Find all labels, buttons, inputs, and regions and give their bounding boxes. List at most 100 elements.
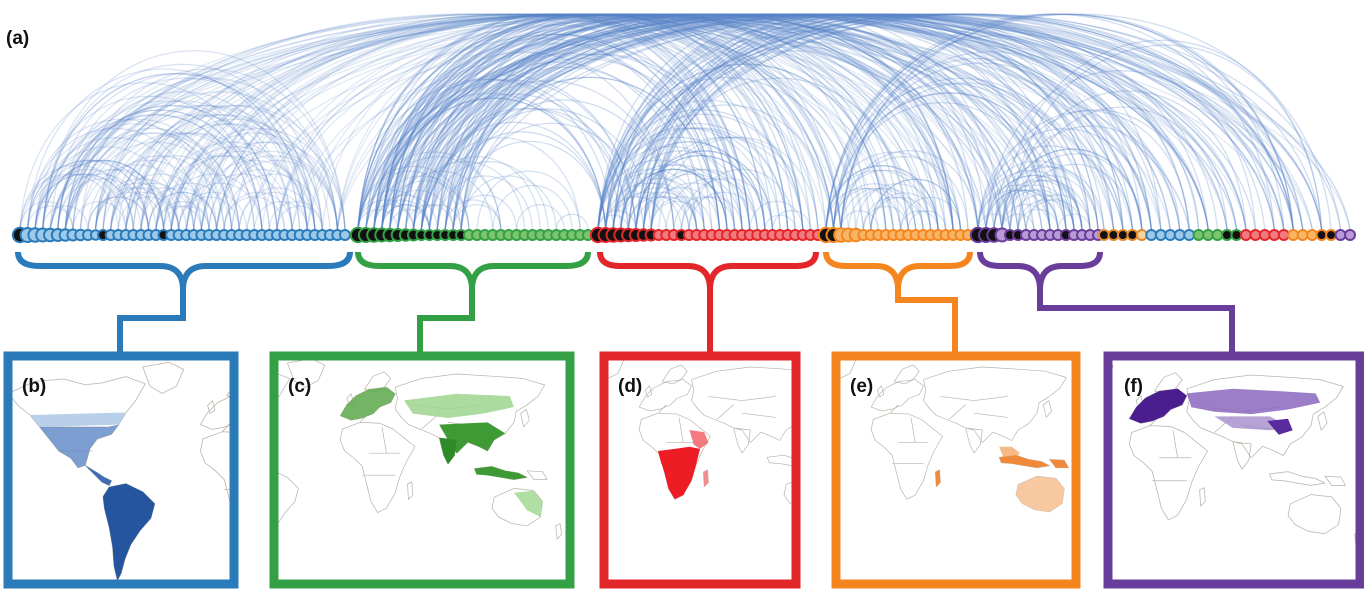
- arc-link: [102, 91, 339, 230]
- arc-link: [215, 13, 954, 230]
- arc-link: [193, 173, 293, 230]
- arc-link: [57, 77, 316, 230]
- arc-link: [64, 13, 924, 230]
- arc-link: [357, 13, 1228, 230]
- arc-link: [900, 210, 939, 230]
- arc-link: [215, 13, 1313, 230]
- arc-link: [642, 136, 804, 230]
- arc-link: [110, 155, 240, 230]
- arc-link: [993, 166, 1105, 230]
- arc-link: [420, 13, 1035, 230]
- arc-link: [357, 13, 835, 230]
- arc-link: [825, 187, 902, 230]
- arc-link: [64, 13, 1351, 230]
- arc-link: [612, 150, 751, 230]
- arc-link: [94, 105, 308, 230]
- arc-link: [680, 196, 743, 230]
- arc-link: [635, 13, 1304, 230]
- arc-link: [604, 127, 781, 230]
- arc-link: [125, 13, 932, 230]
- arc-link: [840, 187, 917, 230]
- arc-link: [627, 191, 698, 230]
- arc-link: [365, 151, 502, 230]
- arc-link: [64, 132, 233, 230]
- arc-link: [140, 187, 218, 230]
- arc-link: [1001, 39, 1323, 230]
- arc-link: [650, 196, 713, 230]
- arc-link: [57, 114, 255, 230]
- arc-link: [428, 13, 1285, 230]
- arc-link: [1025, 199, 1083, 230]
- arc-link: [1009, 153, 1143, 230]
- arc-link: [357, 165, 470, 230]
- arc-link: [94, 187, 172, 230]
- arc-link: [64, 13, 902, 230]
- arc-link: [64, 13, 1124, 230]
- arc-link: [357, 13, 1209, 230]
- arc-link: [200, 13, 842, 230]
- arc-link: [170, 128, 346, 230]
- arc-link: [381, 24, 728, 230]
- arc-link: [94, 182, 180, 230]
- arc-link: [397, 93, 629, 230]
- arc-link: [215, 13, 917, 230]
- arc-link: [357, 199, 415, 230]
- arc-link: [110, 13, 1075, 230]
- arc-link: [604, 122, 789, 230]
- arc-link: [276, 13, 987, 230]
- arc-link: [57, 178, 150, 230]
- arc-link: [178, 182, 263, 230]
- arc-link: [612, 178, 705, 230]
- arc-link: [147, 182, 233, 230]
- arc-link: [404, 161, 526, 230]
- arc-link: [34, 159, 157, 230]
- arc-link: [72, 201, 127, 230]
- bracket-blue: [15, 251, 353, 352]
- arc-link: [19, 13, 1190, 230]
- arc-link: [389, 13, 954, 230]
- arc-link: [420, 80, 675, 230]
- arc-link: [620, 164, 736, 230]
- arc-link: [19, 173, 119, 230]
- arc-link: [381, 97, 607, 230]
- arc-link: [825, 13, 1275, 230]
- arc-link: [185, 141, 339, 230]
- arc-link: [985, 189, 1059, 230]
- arc-link: [238, 187, 316, 230]
- arc-link: [381, 97, 607, 230]
- arc-link: [79, 141, 233, 230]
- arc-link: [178, 196, 240, 230]
- arc-link: [650, 136, 812, 230]
- arc-link: [276, 205, 323, 230]
- arc-link: [117, 196, 180, 230]
- arc-link: [389, 13, 865, 230]
- arc-link: [460, 13, 1285, 230]
- arc-link: [1001, 204, 1051, 230]
- arc-link: [444, 13, 1209, 230]
- arc-link: [261, 13, 962, 230]
- arc-link: [620, 13, 1051, 230]
- arc-link: [223, 191, 293, 230]
- arc-link: [1025, 194, 1091, 230]
- arc-link: [200, 13, 979, 230]
- arc-link: [612, 27, 954, 230]
- arc-link: [365, 13, 1257, 230]
- arc-link: [635, 150, 774, 230]
- arc-link: [365, 204, 415, 230]
- arc-link: [597, 109, 804, 230]
- arc-link: [215, 13, 1067, 230]
- arc-link: [357, 13, 743, 230]
- arc-link: [840, 156, 969, 230]
- arc-link: [193, 159, 316, 230]
- arc-link: [87, 196, 150, 230]
- arc-link: [64, 13, 1124, 230]
- arc-link: [436, 13, 1051, 230]
- arc-link: [373, 13, 1152, 230]
- arc-link: [64, 105, 278, 230]
- arc-link: [381, 79, 637, 230]
- arc-link: [627, 13, 1152, 230]
- arc-link: [612, 191, 683, 230]
- arc-link: [597, 13, 1200, 230]
- arc-link: [208, 155, 339, 230]
- arc-link: [34, 146, 180, 230]
